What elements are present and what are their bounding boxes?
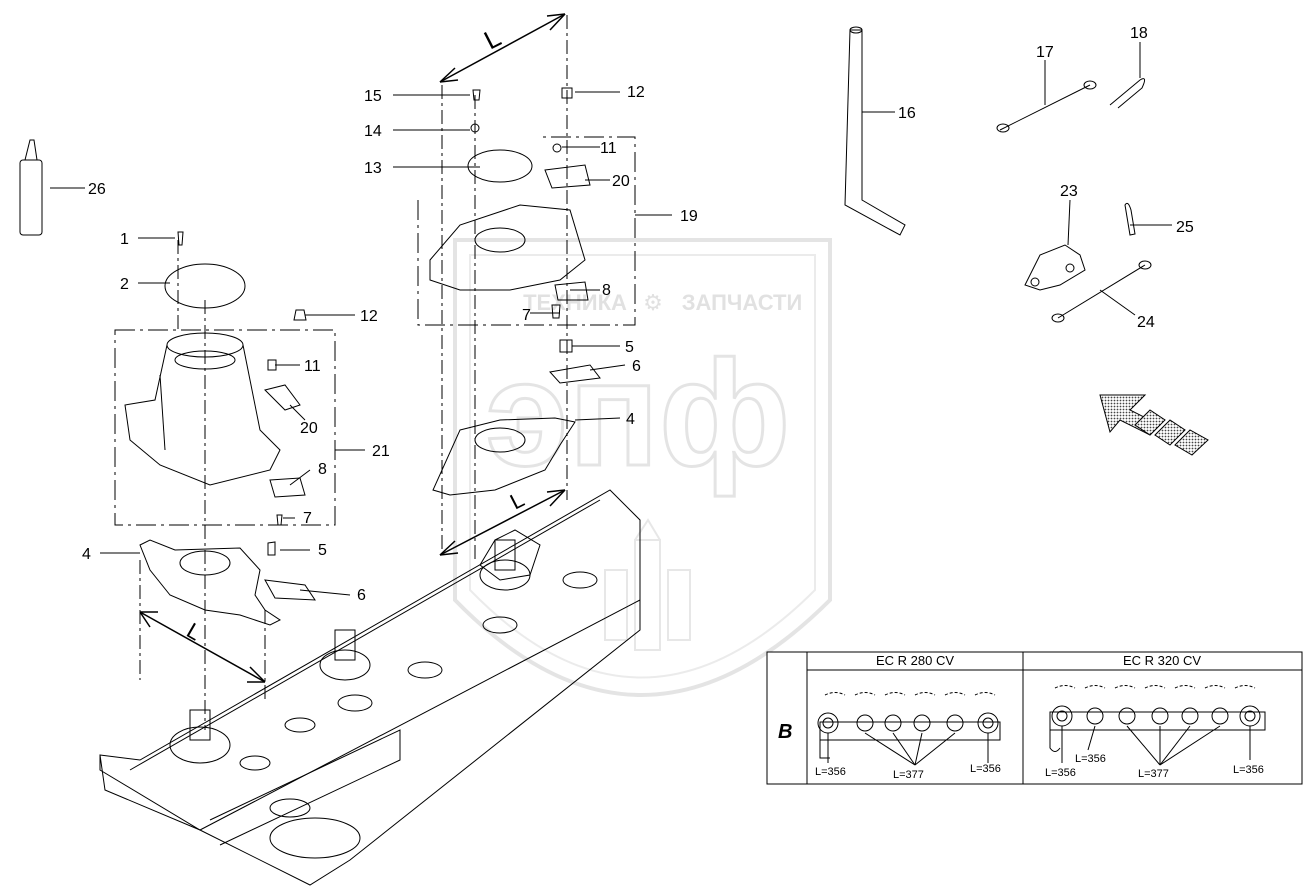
- callout-12-left: 12: [360, 308, 378, 325]
- callout-2: 2: [120, 276, 129, 293]
- callout-25: 25: [1176, 219, 1194, 236]
- left-drum-group: [19, 139, 336, 626]
- gear-icon: ⚙: [643, 290, 663, 315]
- center-lines: [139, 15, 568, 730]
- callout-13: 13: [364, 160, 382, 177]
- table-col2-mid: L=377: [1138, 768, 1169, 780]
- callout-23: 23: [1060, 183, 1078, 200]
- callout-12-mid: 12: [627, 84, 645, 101]
- callout-7-left: 7: [303, 510, 312, 527]
- callout-7-mid: 7: [522, 307, 531, 324]
- callout-4-left: 4: [82, 546, 91, 563]
- leader-lines: [50, 42, 1172, 596]
- direction-arrow-icon: [1099, 394, 1209, 456]
- table-col1-left: L=356: [815, 766, 846, 778]
- callout-6-left: 6: [357, 587, 366, 604]
- callout-24: 24: [1137, 314, 1155, 331]
- callout-8-mid: 8: [602, 282, 611, 299]
- table-col2-title: EC R 320 CV: [1123, 653, 1201, 668]
- callouts: 1 2 4 5 6 7 8 11 12 20 21 26 15 14 13 12…: [82, 25, 1194, 604]
- dimension-label-left: L: [183, 618, 206, 646]
- callout-19: 19: [680, 208, 698, 225]
- watermark-text-2: ЗАПЧАСТИ: [682, 290, 803, 315]
- callout-16: 16: [898, 105, 916, 122]
- dimension-arrows: [139, 13, 566, 683]
- watermark-text-1: ТЕХНИКА: [523, 290, 627, 315]
- mower-bar: [99, 489, 641, 886]
- table-col1-right: L=356: [970, 763, 1001, 775]
- table-col1-mid: L=377: [893, 769, 924, 781]
- callout-5-mid: 5: [625, 339, 634, 356]
- table-col1-title: EC R 280 CV: [876, 653, 954, 668]
- callout-18: 18: [1130, 25, 1148, 42]
- table-col2-left-top: L=356: [1075, 753, 1106, 765]
- callout-1: 1: [120, 231, 129, 248]
- knife-length-table: B EC R 280 CV EC R 320 CV L=356 L=377 L=…: [766, 651, 1303, 785]
- dimension-label-top: L: [479, 22, 506, 55]
- callout-20-mid: 20: [612, 173, 630, 190]
- callout-4-mid: 4: [626, 411, 635, 428]
- watermark: эпф ТЕХНИКА ⚙ ЗАПЧАСТИ: [453, 238, 832, 697]
- callout-8-left: 8: [318, 461, 327, 478]
- table-row-label: B: [778, 721, 792, 743]
- callout-5-left: 5: [318, 542, 327, 559]
- callout-14: 14: [364, 123, 382, 140]
- callout-21: 21: [372, 443, 390, 460]
- callout-6-mid: 6: [632, 358, 641, 375]
- table-col2-right: L=356: [1233, 764, 1264, 776]
- callout-17: 17: [1036, 44, 1054, 61]
- callout-20-left: 20: [300, 420, 318, 437]
- callout-11-mid: 11: [600, 140, 617, 157]
- table-col2-left: L=356: [1045, 767, 1076, 779]
- tools-group: [844, 26, 1152, 323]
- callout-26: 26: [88, 181, 106, 198]
- callout-15: 15: [364, 88, 382, 105]
- watermark-logo: эпф: [486, 329, 791, 497]
- callout-11-left: 11: [304, 358, 321, 375]
